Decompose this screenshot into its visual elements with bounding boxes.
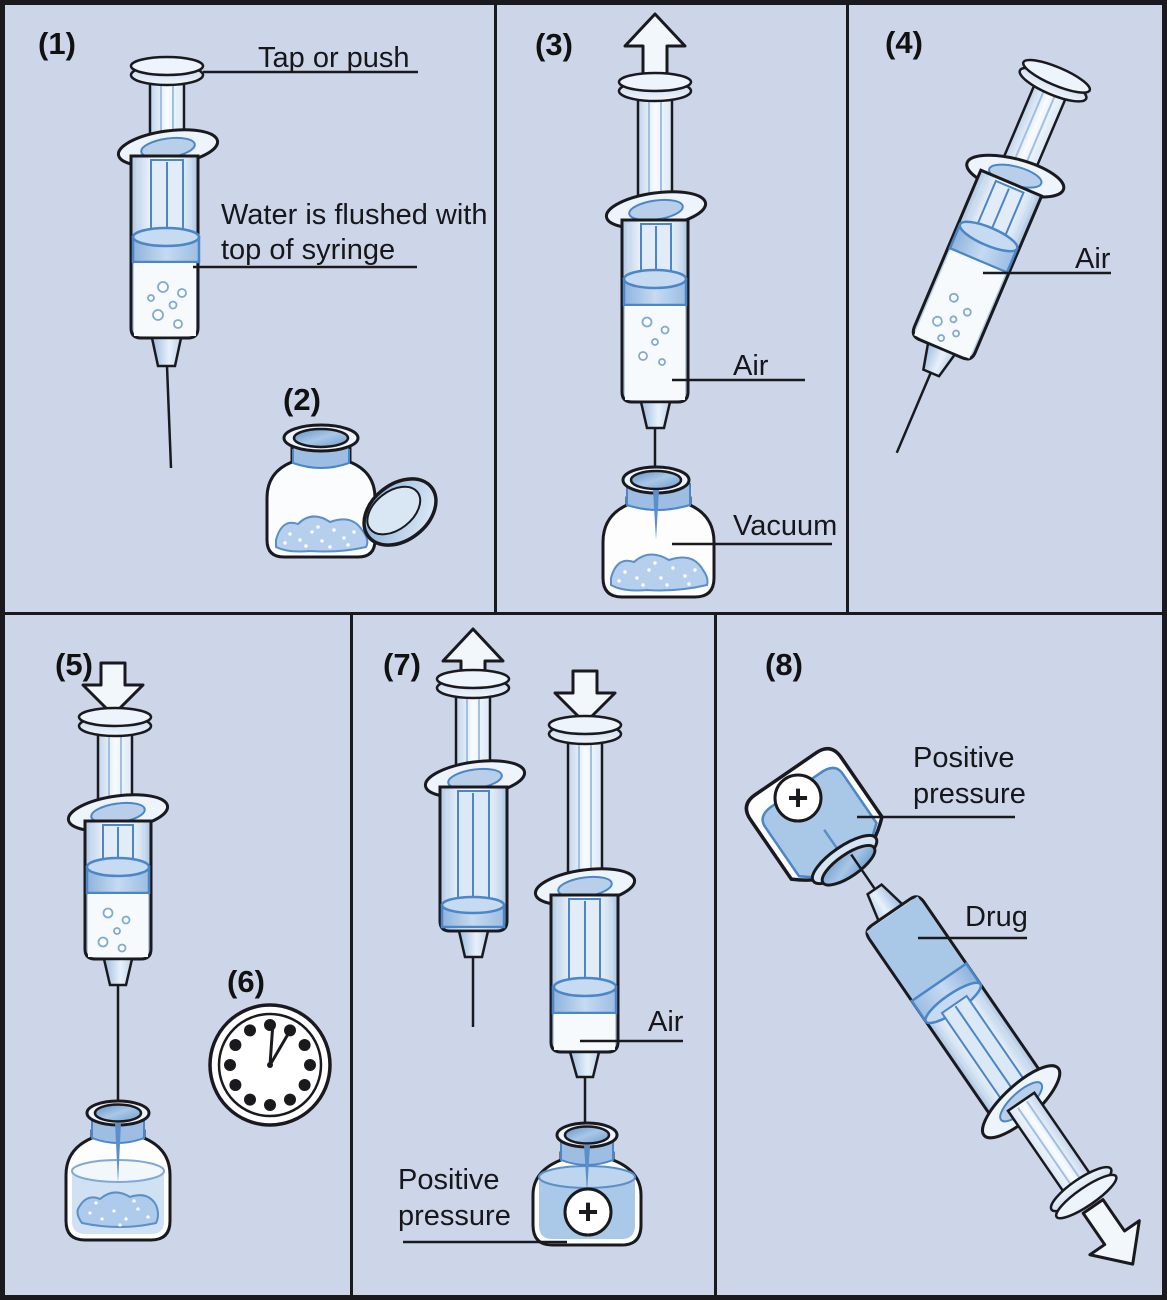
syringe-icon [114,55,222,469]
down-arrow-icon [81,661,145,717]
syringe-icon [421,668,529,1027]
syringe-icon [850,853,1141,1266]
panel-7-number: (7) [383,647,421,682]
positive-pressure-symbol: + [563,1187,613,1237]
label-positive-pressure-line1: Positive [913,742,1015,774]
panel-2-number: (2) [283,382,321,417]
vacuum-vial-icon [601,465,716,599]
panel-4: (4) Air [849,0,1167,615]
panel-7-art: + [403,627,683,1247]
liquid-and-air [625,306,685,400]
powder-vial-icon [265,423,438,559]
label-drug: Drug [965,901,1028,933]
panel-8-art: + [744,746,1141,1266]
down-arrow-icon [553,669,617,725]
label-positive-pressure-line1: Positive [398,1164,500,1196]
panel-3: (3) Air Vacuum [497,0,849,615]
panel-4-art [895,52,1111,454]
plus-icon: + [787,777,808,818]
panel-5-6: (5) (6) [0,615,353,1300]
label-positive-pressure-line2: pressure [398,1200,511,1232]
syringe-icon [602,71,710,473]
up-arrow-icon [623,12,687,80]
panel-8-number: (8) [765,647,803,682]
panel-1-2: (1) Tap or push Water is flushed with to… [0,0,497,615]
label-air: Air [1075,243,1111,275]
label-tap-or-push: Tap or push [258,42,410,74]
label-water-flushed-line2: top of syringe [221,234,396,266]
needle [165,365,173,469]
pull-arrow-icon [1081,1198,1141,1266]
label-vacuum: Vacuum [733,510,838,542]
panel-4-number: (4) [885,25,923,60]
label-water-flushed-line1: Water is flushed with [221,199,488,231]
clock-icon [208,1003,332,1127]
label-air: Air [648,1006,684,1038]
vial-cap-icon [362,477,438,547]
panel-5-6-art [64,661,332,1242]
powder [610,553,709,592]
plus-icon: + [577,1191,598,1232]
needle [850,853,877,890]
panel-1-number: (1) [38,26,76,61]
syringe-icon [531,714,639,1130]
inverted-vial-icon [744,746,884,887]
air-and-liquid [914,249,1006,359]
panel-1-2-art [114,55,438,559]
panel-8: + (8) Positive pressure Drug [717,615,1167,1300]
needle-in-vial [653,490,659,540]
pressurized-vial-icon: + [531,1121,643,1247]
positive-pressure-symbol: + [773,773,823,823]
panel-6-number: (6) [227,964,265,999]
drug-liquid [866,896,965,1000]
syringe-icon [64,706,172,1107]
needle-in-vial [115,1123,121,1183]
syringe-icon [895,52,1095,454]
panel-3-art [601,12,832,599]
label-positive-pressure-line2: pressure [913,778,1026,810]
water-with-bubbles [88,894,148,957]
water-with-bubbles [134,263,196,336]
panel-3-number: (3) [535,27,573,62]
label-air: Air [733,350,769,382]
panel-5-number: (5) [55,647,93,682]
needle [895,372,932,454]
panel-7: + (7) Air Positive pressure [353,615,717,1300]
needle-in-vial [584,1145,590,1193]
reconstitution-vial-icon [64,1099,172,1242]
air-space [554,1014,615,1050]
powder [275,515,369,553]
